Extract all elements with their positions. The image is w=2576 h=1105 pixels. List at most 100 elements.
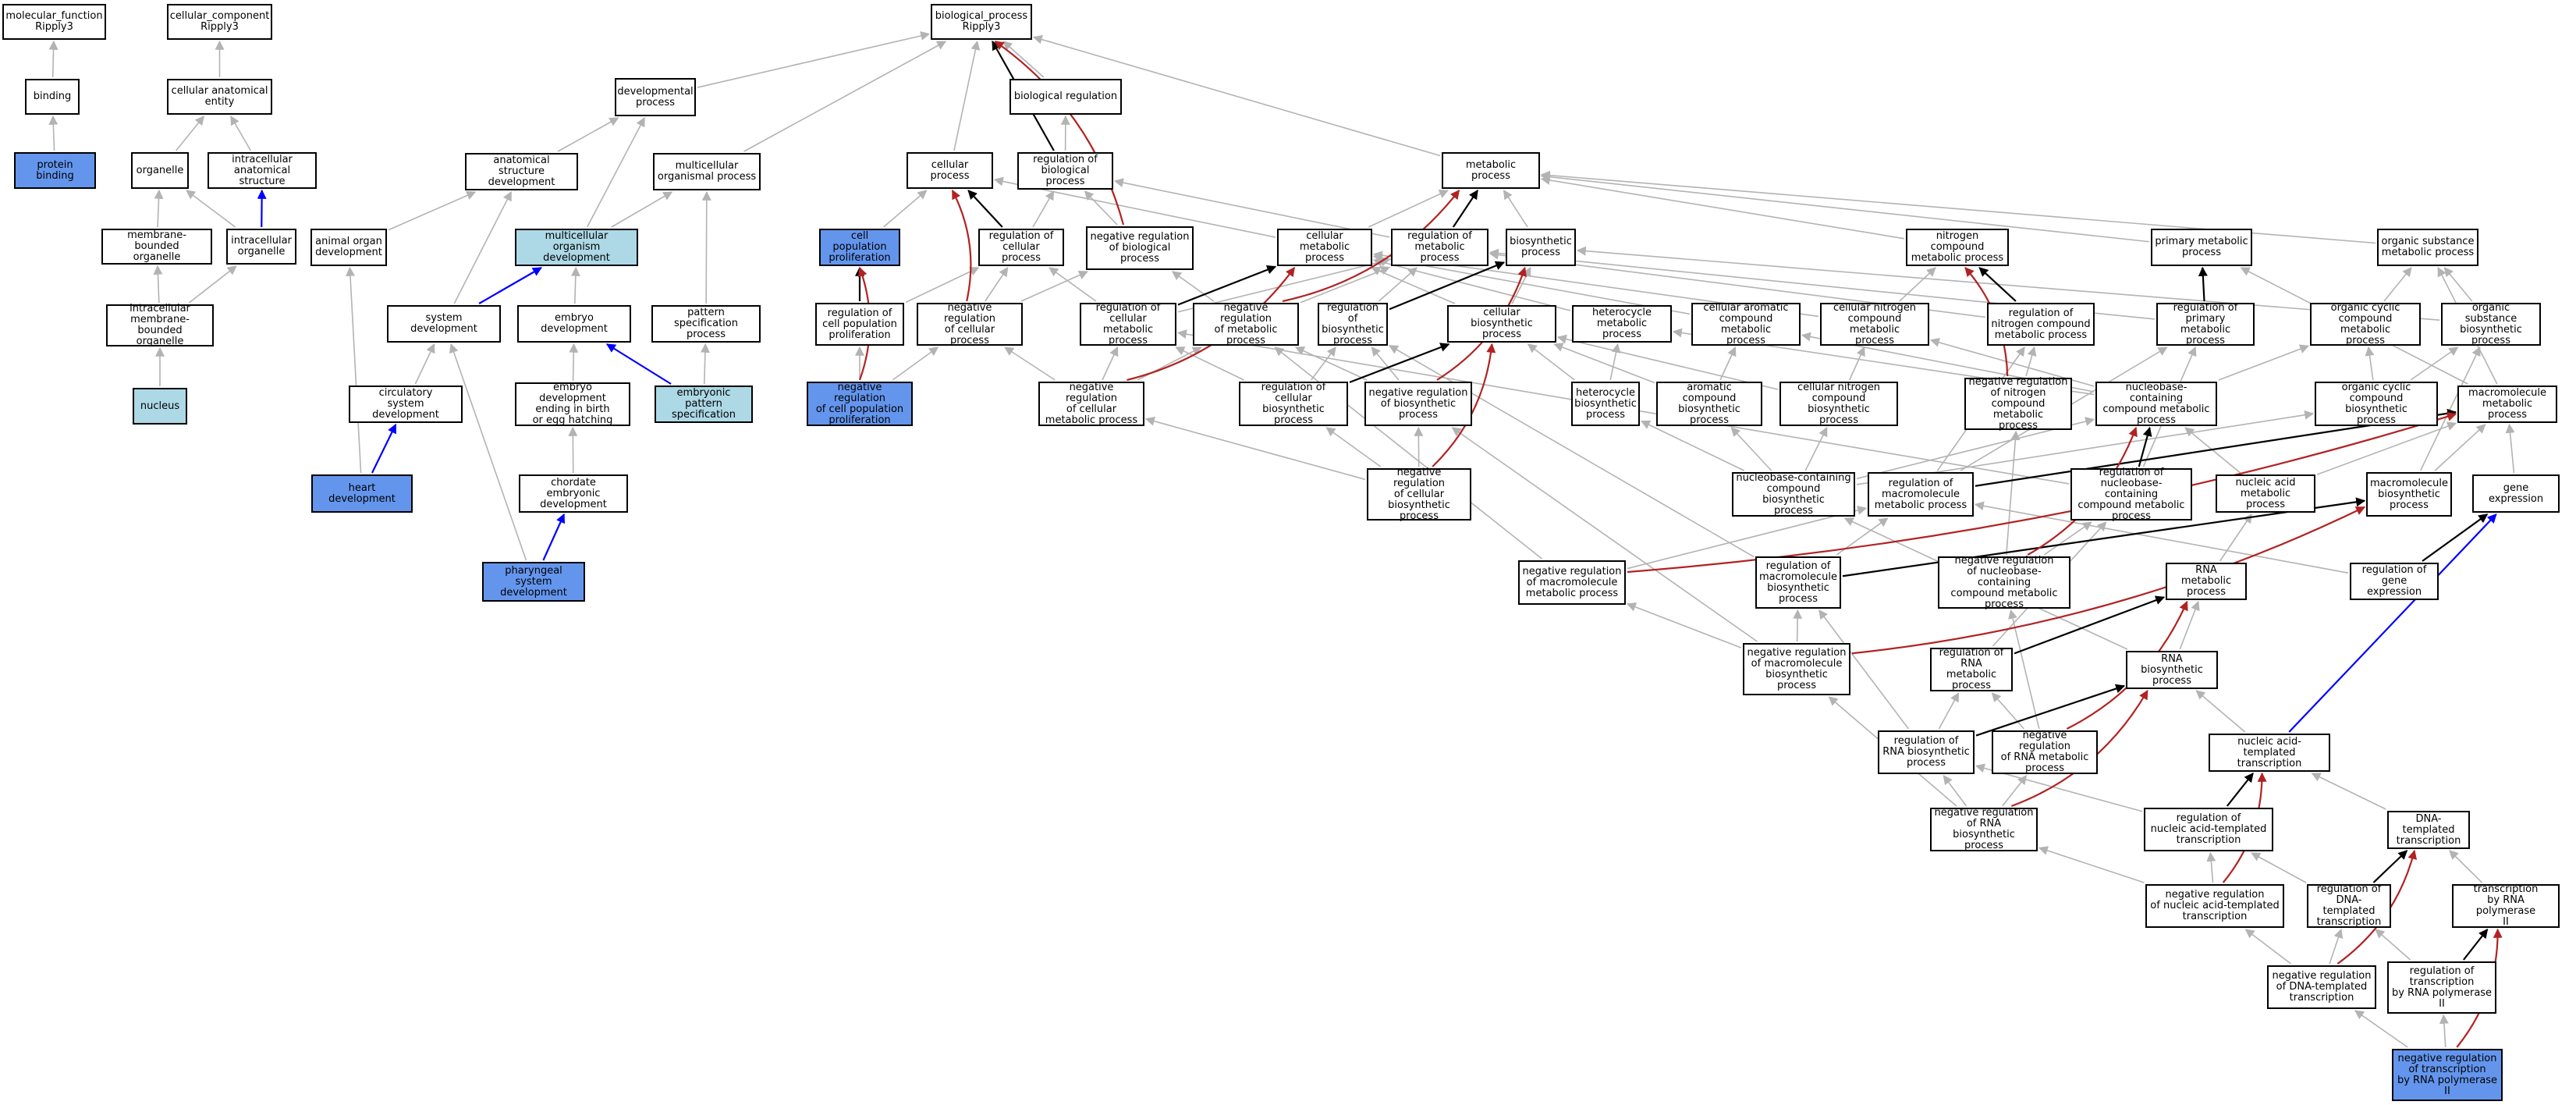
edge-is-a — [2410, 346, 2459, 381]
go-term-node[interactable]: negative regulation of cell population p… — [807, 382, 913, 426]
go-term-node[interactable]: negative regulation of RNA metabolic pro… — [1992, 730, 2098, 774]
go-term-node[interactable]: negative regulation of cellular metaboli… — [1038, 382, 1144, 426]
go-term-node[interactable]: RNA metabolic process — [2166, 563, 2247, 600]
go-term-node[interactable]: regulation of metabolic process — [1391, 229, 1488, 266]
go-term-node[interactable]: cell population proliferation — [819, 229, 900, 266]
go-term-node[interactable]: organic cyclic compound biosynthetic pro… — [2315, 382, 2438, 426]
go-term-node[interactable]: regulation of biological process — [1017, 152, 1113, 190]
go-term-node[interactable]: circulatory system development — [349, 386, 463, 423]
go-term-node[interactable]: regulation of gene expression — [2350, 563, 2439, 600]
go-term-node[interactable]: cellular biosynthetic process — [1447, 305, 1556, 343]
edge-regulates — [2226, 773, 2254, 807]
go-term-node[interactable]: regulation of cellular metabolic process — [1080, 302, 1176, 346]
edge-regulates — [1452, 190, 1478, 228]
go-term-node[interactable]: nucleic acid-templated transcription — [2209, 734, 2330, 772]
go-term-node[interactable]: negative regulation of biological proces… — [1086, 226, 1194, 270]
go-term-node[interactable]: biological regulation — [1009, 79, 1122, 115]
go-term-node[interactable]: nucleus — [133, 388, 187, 425]
go-term-node[interactable]: animal organ development — [310, 229, 387, 266]
go-term-node[interactable]: developmental process — [615, 78, 696, 116]
go-term-node[interactable]: regulation of macromolecule biosynthetic… — [1755, 556, 1841, 609]
go-term-node[interactable]: nucleobase-containing compound biosynthe… — [1732, 472, 1855, 517]
go-term-node[interactable]: pattern specification process — [651, 305, 761, 343]
go-term-node[interactable]: regulation of macromolecule metabolic pr… — [1868, 472, 1974, 517]
go-term-node[interactable]: biological_process Ripply3 — [931, 4, 1032, 40]
go-term-node[interactable]: anatomical structure development — [465, 153, 578, 190]
go-term-node[interactable]: embryo development — [517, 305, 631, 343]
go-term-node[interactable]: nucleobase-containing compound metabolic… — [2095, 382, 2217, 426]
go-term-node[interactable]: negative regulation of cellular biosynth… — [1367, 467, 1471, 521]
go-term-node[interactable]: intracellular organelle — [226, 229, 296, 265]
go-term-node[interactable]: RNA biosynthetic process — [2126, 651, 2218, 689]
go-term-node[interactable]: negative regulation of macromolecule met… — [1518, 560, 1626, 605]
edge-is-a — [701, 190, 711, 304]
go-term-node[interactable]: cellular aromatic compound metabolic pro… — [1691, 302, 1801, 346]
go-term-node[interactable]: intracellular membrane-bounded organelle — [106, 304, 214, 347]
go-term-node[interactable]: regulation of biosynthetic process — [1318, 302, 1388, 346]
go-term-node[interactable]: cellular nitrogen compound biosynthetic … — [1779, 382, 1898, 426]
go-term-node[interactable]: gene expression — [2472, 474, 2560, 513]
go-term-node[interactable]: organic cyclic compound metabolic proces… — [2310, 302, 2421, 346]
go-term-node[interactable]: embryo development ending in birth or eg… — [515, 382, 630, 426]
go-term-node[interactable]: binding — [25, 79, 80, 115]
go-term-node[interactable]: regulation of DNA-templated transcriptio… — [2307, 884, 2391, 928]
go-term-node[interactable]: regulation of nucleic acid-templated tra… — [2144, 808, 2273, 851]
go-term-node[interactable]: molecular_function Ripply3 — [2, 4, 106, 40]
go-term-node[interactable]: negative regulation of macromolecule bio… — [1743, 643, 1850, 695]
go-term-node[interactable]: heart development — [311, 474, 413, 513]
go-term-node[interactable]: negative regulation of nitrogen compound… — [1964, 376, 2072, 431]
go-term-node[interactable]: regulation of primary metabolic process — [2156, 302, 2255, 346]
go-term-node[interactable]: regulation of RNA biosynthetic process — [1878, 730, 1975, 774]
go-term-node[interactable]: chordate embryonic development — [519, 474, 628, 513]
go-term-node[interactable]: regulation of cellular biosynthetic proc… — [1239, 382, 1348, 426]
go-term-node[interactable]: transcription by RNA polymerase II — [2452, 884, 2560, 928]
go-term-node[interactable]: DNA-templated transcription — [2387, 811, 2470, 849]
go-term-node[interactable]: biosynthetic process — [1506, 229, 1576, 266]
go-term-node[interactable]: negative regulation of nucleic acid-temp… — [2145, 884, 2284, 928]
edge-is-a — [1818, 609, 1910, 730]
go-term-node[interactable]: organic substance biosynthetic process — [2441, 302, 2541, 346]
go-term-node[interactable]: regulation of cellular process — [978, 229, 1064, 266]
go-term-node[interactable]: nitrogen compound metabolic process — [1906, 229, 2009, 266]
go-term-node[interactable]: negative regulation of cellular process — [917, 302, 1023, 346]
go-term-node[interactable]: cellular_component Ripply3 — [167, 4, 272, 40]
go-term-node[interactable]: negative regulation of nucleobase-contai… — [1938, 555, 2070, 609]
go-term-node[interactable]: negative regulation of transcription by … — [2392, 1049, 2503, 1101]
go-term-node[interactable]: macromolecule metabolic process — [2457, 386, 2557, 423]
go-term-node[interactable]: multicellular organismal process — [653, 153, 761, 190]
go-term-node[interactable]: regulation of cell population proliferat… — [815, 303, 904, 346]
go-term-node[interactable]: cellular anatomical entity — [167, 79, 272, 115]
go-term-node[interactable]: negative regulation of biosynthetic proc… — [1364, 382, 1472, 426]
go-term-node[interactable]: negative regulation of metabolic process — [1193, 302, 1299, 346]
go-term-node[interactable]: membrane-bounded organelle — [101, 229, 212, 265]
go-term-node[interactable]: organelle — [131, 152, 189, 189]
go-term-node[interactable]: organic substance metabolic process — [2377, 229, 2478, 266]
go-term-node[interactable]: heterocycle biosynthetic process — [1571, 382, 1640, 426]
go-term-node[interactable]: multicellular organism development — [515, 229, 638, 266]
go-term-node[interactable]: regulation of RNA metabolic process — [1930, 648, 2013, 691]
edge-is-a — [892, 346, 939, 381]
go-term-node[interactable]: heterocycle metabolic process — [1572, 305, 1672, 343]
go-term-node[interactable]: system development — [387, 305, 501, 343]
go-term-node[interactable]: cellular process — [907, 152, 993, 189]
go-term-node[interactable]: negative regulation of RNA biosynthetic … — [1930, 808, 2038, 851]
edge-is-a — [2311, 773, 2386, 810]
go-term-node[interactable]: cellular metabolic process — [1277, 229, 1372, 266]
edge-is-a — [2219, 513, 2252, 562]
go-term-node[interactable]: regulation of nucleobase-containing comp… — [2070, 467, 2192, 521]
go-term-node[interactable]: primary metabolic process — [2151, 229, 2252, 266]
go-term-node[interactable]: cellular nitrogen compound metabolic pro… — [1820, 302, 1929, 346]
go-term-node[interactable]: pharyngeal system development — [482, 562, 585, 602]
go-term-node[interactable]: nucleic acid metabolic process — [2216, 474, 2315, 513]
edge-is-a — [1002, 41, 1045, 78]
go-term-node[interactable]: intracellular anatomical structure — [208, 152, 317, 189]
go-term-node[interactable]: embryonic pattern specification — [655, 386, 753, 423]
go-term-node[interactable]: macromolecule biosynthetic process — [2366, 472, 2452, 517]
go-term-node[interactable]: regulation of transcription by RNA polym… — [2387, 961, 2496, 1014]
go-term-node[interactable]: protein binding — [14, 152, 96, 189]
go-term-node[interactable]: regulation of nitrogen compound metaboli… — [1987, 303, 2095, 346]
go-term-node[interactable]: metabolic process — [1442, 152, 1540, 189]
go-term-node[interactable]: aromatic compound biosynthetic process — [1656, 382, 1762, 426]
go-term-node[interactable]: negative regulation of DNA-templated tra… — [2267, 965, 2376, 1009]
